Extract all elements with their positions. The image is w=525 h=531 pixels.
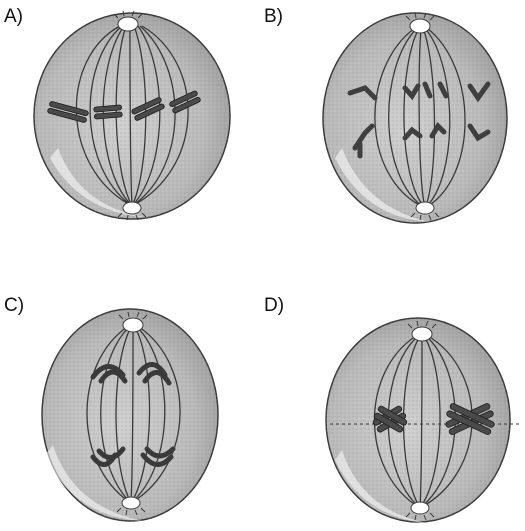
cell-panel-d xyxy=(320,312,525,531)
panel-label-b: B) xyxy=(264,6,283,28)
panel-label-c: C) xyxy=(4,295,24,317)
cell-panel-a xyxy=(20,8,245,223)
cell-panel-c xyxy=(33,305,233,525)
cell-body xyxy=(42,309,218,521)
panel-label-d: D) xyxy=(264,295,284,317)
cell-panel-b xyxy=(320,8,525,223)
